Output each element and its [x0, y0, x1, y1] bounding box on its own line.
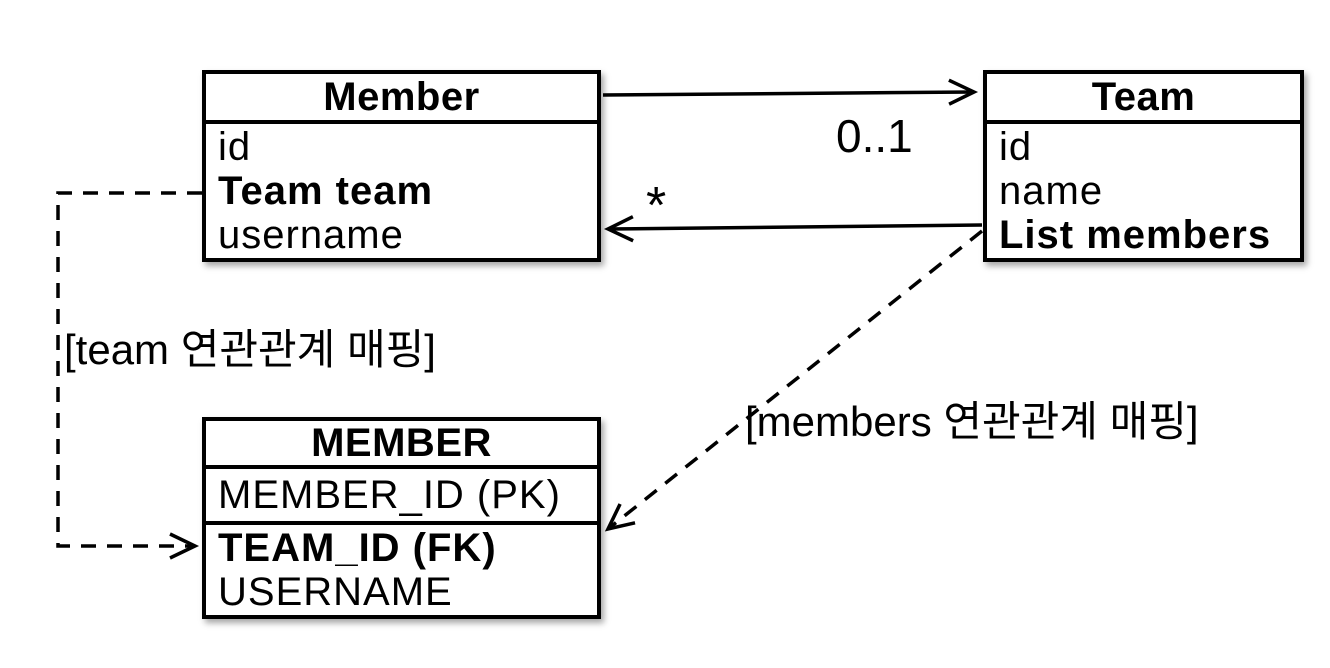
members-mapping-label: [members 연관관계 매핑] [745, 398, 1199, 445]
team-mapping-label: [team 연관관계 매핑] [64, 326, 436, 373]
field-row: username [218, 213, 404, 257]
field-row: id [218, 125, 252, 169]
multiplicity-many-label: * [646, 177, 667, 235]
pk-field-row: MEMBER_ID (PK) [218, 473, 561, 517]
member-table-box: MEMBER MEMBER_ID (PK) TEAM_ID (FK) USERN… [202, 417, 601, 619]
field-row: name [999, 169, 1104, 213]
members-field-mapping-connector [604, 229, 984, 532]
member-class-title: Member [206, 74, 597, 124]
team-to-member-association-arrow [603, 215, 983, 243]
team-class-title: Team [987, 74, 1300, 124]
team-class-box: Team id name List members [983, 70, 1304, 262]
field-row: USERNAME [218, 570, 453, 614]
multiplicity-0-1-label: 0..1 [836, 110, 913, 162]
member-table-pk-section: MEMBER_ID (PK) [206, 469, 597, 525]
team-class-fields: id name List members [987, 124, 1300, 257]
member-table-columns: TEAM_ID (FK) USERNAME [206, 525, 597, 614]
member-class-fields: id Team team username [206, 124, 597, 257]
field-row: id [999, 125, 1033, 169]
field-row: List members [999, 213, 1272, 257]
member-table-title: MEMBER [206, 421, 597, 469]
member-to-team-association-arrow [602, 78, 979, 106]
field-row: TEAM_ID (FK) [218, 526, 497, 570]
member-class-box: Member id Team team username [202, 70, 601, 262]
field-row: Team team [218, 169, 434, 213]
team-field-mapping-connector [56, 191, 202, 560]
